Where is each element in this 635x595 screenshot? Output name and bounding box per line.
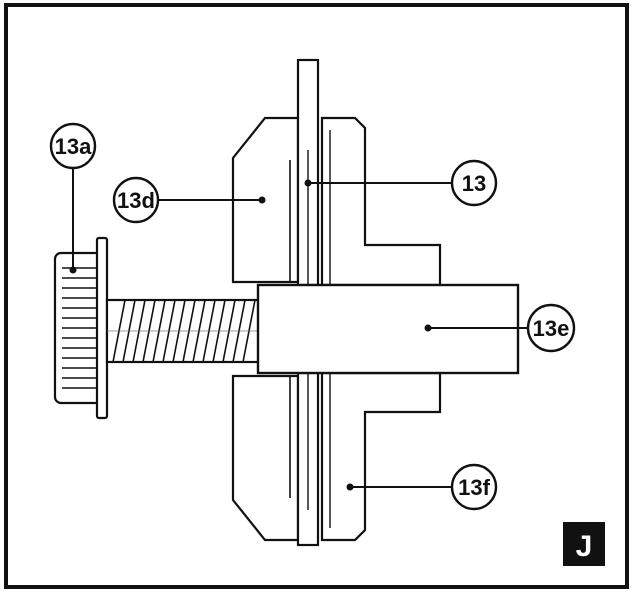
callout-13f-label: 13f bbox=[458, 475, 490, 500]
leader-lines bbox=[72, 168, 528, 488]
diagram-frame bbox=[4, 3, 629, 589]
callout-13a: 13a bbox=[49, 122, 97, 170]
callout-13a-label: 13a bbox=[55, 134, 92, 159]
leader-dots bbox=[69, 179, 432, 491]
callout-13-label: 13 bbox=[462, 171, 486, 196]
knob-grip-ridges bbox=[62, 267, 96, 389]
callout-13e: 13e bbox=[526, 303, 576, 353]
callout-13e-label: 13e bbox=[533, 316, 570, 341]
panel-badge: J bbox=[563, 522, 605, 566]
panel-letter: J bbox=[576, 530, 593, 563]
callout-13: 13 bbox=[450, 159, 498, 207]
threaded-screw bbox=[105, 298, 264, 364]
callout-13d-label: 13d bbox=[117, 188, 155, 213]
callout-13f: 13f bbox=[450, 463, 498, 511]
callout-13d: 13d bbox=[112, 176, 160, 224]
knob-13a bbox=[53, 236, 109, 420]
